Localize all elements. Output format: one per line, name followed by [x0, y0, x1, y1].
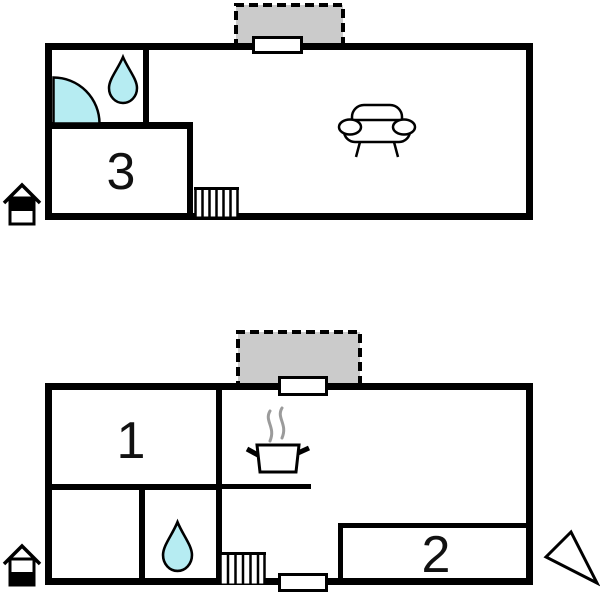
interior-wall-room2	[338, 523, 526, 580]
water-drop-icon-ground	[161, 518, 194, 573]
cooking-pot-icon	[245, 406, 311, 474]
interior-wall-room3-right	[187, 122, 193, 215]
interior-wall-bath-divider	[139, 484, 145, 580]
window-icon-ground-top	[278, 376, 328, 396]
interior-wall-room3-top	[50, 122, 192, 129]
house-level-upper-icon	[2, 182, 42, 226]
kitchen-counter-line	[222, 484, 311, 489]
water-drop-icon	[107, 53, 139, 105]
window-icon-upper	[252, 36, 303, 54]
steam-icon	[266, 406, 286, 443]
shower-icon	[52, 76, 101, 125]
entrance-arrow-icon	[543, 529, 600, 587]
interior-wall-room1-bottom	[50, 484, 222, 490]
window-icon-ground-bottom	[278, 573, 328, 592]
bedroom-2-label: 2	[421, 526, 451, 584]
bedroom-1-label: 1	[116, 412, 146, 470]
stairs-icon-ground	[219, 552, 266, 584]
bedroom-3-label: 3	[106, 143, 136, 201]
interior-wall-bathroom-right	[143, 50, 149, 126]
house-level-ground-icon	[2, 543, 42, 587]
sofa-icon	[337, 103, 417, 158]
stairs-icon-upper	[194, 187, 239, 217]
